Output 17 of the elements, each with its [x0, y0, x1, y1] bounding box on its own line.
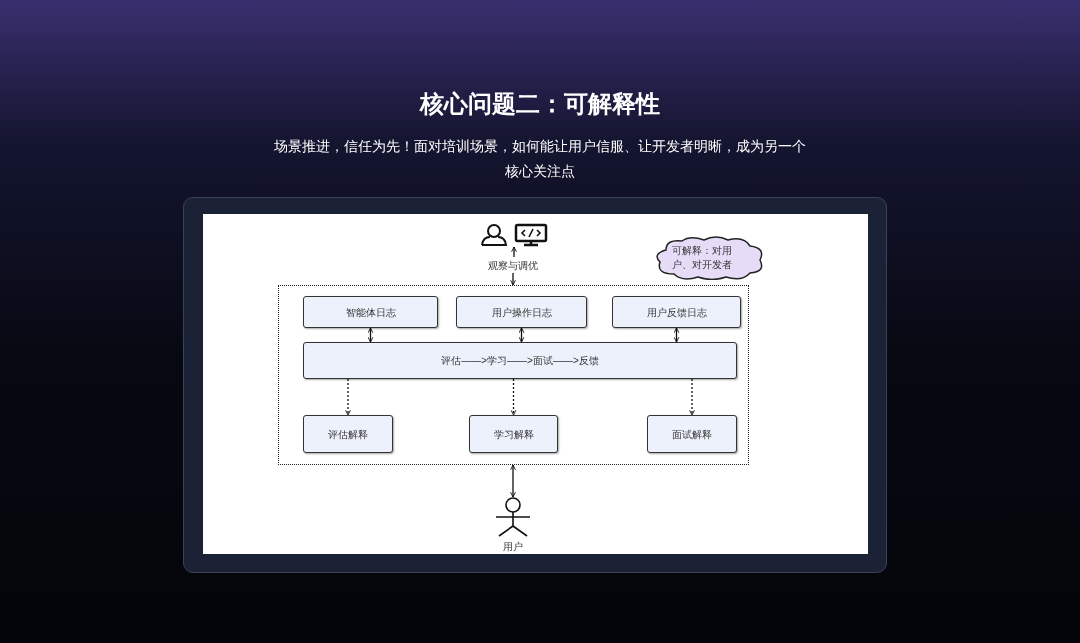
- arrow: [511, 246, 517, 258]
- slide-title: 核心问题二：可解释性: [418, 89, 661, 119]
- process-box: 学习解释: [469, 415, 558, 453]
- process-box: 智能体日志: [303, 296, 438, 328]
- text-label: 观察与调优: [476, 257, 550, 273]
- subtitle-text: 场景推进，信任为先！面对培训场景，如何能让用户信服、让开发者明晰，成为另一个核心关注点: [273, 137, 807, 181]
- arrow: [510, 464, 516, 498]
- person-label: 用户: [503, 540, 523, 554]
- arrow: [510, 378, 517, 416]
- arrow: [345, 378, 351, 416]
- process-box: 面试解释: [647, 415, 737, 453]
- arrow: [689, 378, 695, 416]
- process-box: 评估——>学习——>面试——>反馈: [303, 342, 737, 379]
- process-box: 用户反馈日志: [612, 296, 741, 328]
- arrow: [510, 272, 516, 286]
- process-box: 用户操作日志: [456, 296, 587, 328]
- process-box: 评估解释: [303, 415, 393, 453]
